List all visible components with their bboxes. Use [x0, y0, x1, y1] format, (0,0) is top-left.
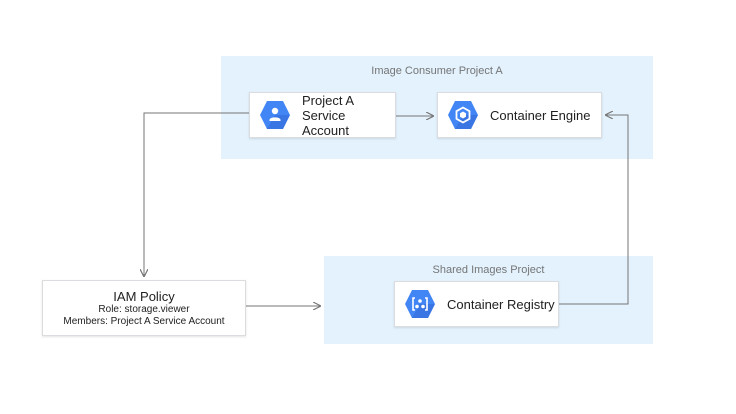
- iam-policy-members: Members: Project A Service Account: [63, 315, 225, 327]
- container-engine-icon: [447, 99, 479, 131]
- container-engine-node[interactable]: Container Engine: [437, 92, 602, 138]
- iam-policy-title: IAM Policy: [113, 288, 175, 304]
- container-engine-label: Container Engine: [490, 107, 591, 123]
- container-registry-label: Container Registry: [447, 296, 555, 312]
- service-account-line1: Project A: [302, 92, 355, 108]
- service-account-node[interactable]: Project A Service Account: [249, 92, 396, 138]
- iam-policy-role: Role: storage.viewer: [98, 303, 190, 315]
- connector-container-registry-to-container-engine: [559, 115, 629, 305]
- container-registry-icon: [404, 288, 436, 320]
- service-account-icon: [259, 99, 291, 131]
- image-consumer-project-label: Image Consumer Project A: [371, 65, 503, 77]
- iam-policy-node[interactable]: IAM Policy Role: storage.viewer Members:…: [42, 280, 246, 336]
- container-registry-node[interactable]: Container Registry: [394, 281, 559, 327]
- shared-images-project-label: Shared Images Project: [432, 264, 545, 276]
- service-account-line2: Service Account: [302, 107, 349, 138]
- connector-service-account-to-iam-policy: [144, 112, 249, 276]
